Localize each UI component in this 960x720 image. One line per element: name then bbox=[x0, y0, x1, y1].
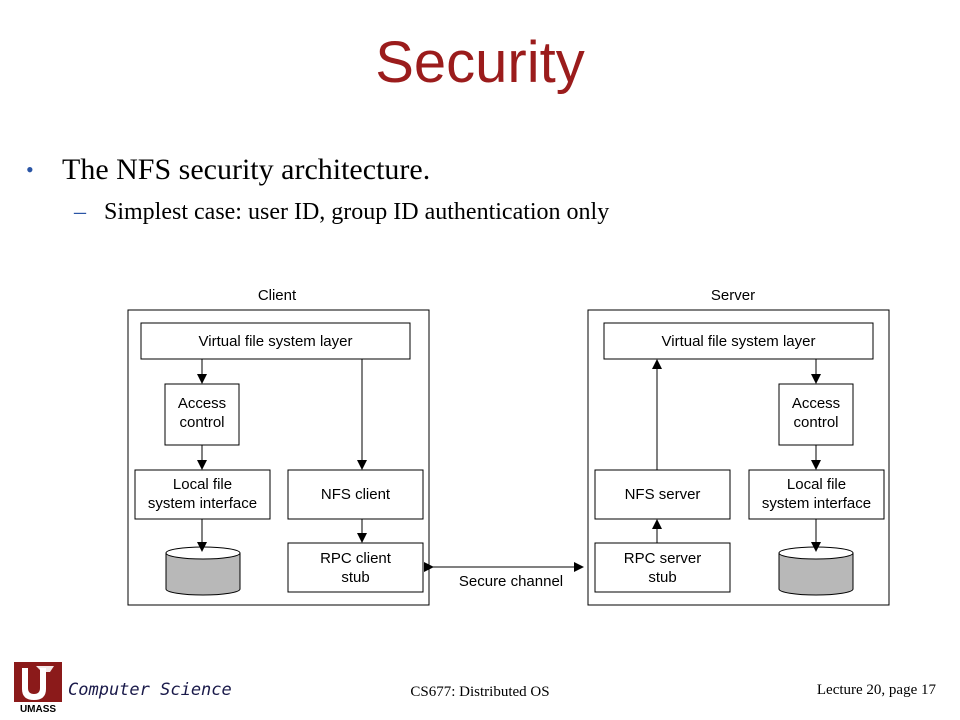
server-access-control-label: Access bbox=[792, 395, 840, 412]
nfs-client-label: NFS client bbox=[321, 486, 391, 503]
client-local-fs-label: Local file bbox=[173, 476, 232, 493]
server-vfs-label: Virtual file system layer bbox=[662, 333, 816, 350]
server-container bbox=[587, 309, 890, 606]
client-local-fs-box bbox=[134, 469, 271, 520]
server-vfs-box bbox=[603, 322, 874, 360]
server-access-control-label: control bbox=[793, 414, 838, 431]
logo-text: UMASS bbox=[20, 704, 56, 714]
department-label: Computer Science bbox=[68, 680, 232, 700]
client-vfs-box bbox=[140, 322, 411, 360]
server-local-fs-box bbox=[748, 469, 885, 520]
server-label: Server bbox=[711, 287, 755, 304]
nfs-server-box bbox=[594, 469, 731, 520]
server-local-fs-label: Local file bbox=[787, 476, 846, 493]
rpc-client-stub-label: RPC client bbox=[320, 550, 392, 567]
rpc-server-stub-label: RPC server bbox=[624, 550, 702, 567]
sub-bullet-marker: – bbox=[74, 199, 86, 225]
nfs-server-label: NFS server bbox=[625, 486, 701, 503]
course-label: CS677: Distributed OS bbox=[410, 684, 550, 700]
umass-logo-icon: UMASS bbox=[14, 662, 62, 714]
client-label: Client bbox=[258, 287, 297, 304]
bullet-text: The NFS security architecture. bbox=[62, 153, 431, 186]
bullet-marker: • bbox=[26, 157, 34, 182]
nfs-client-box bbox=[287, 469, 424, 520]
rpc-client-stub-box bbox=[287, 542, 424, 593]
rpc-server-stub-box bbox=[594, 542, 731, 593]
client-local-fs-label: system interface bbox=[148, 495, 257, 512]
secure-channel-label: Secure channel bbox=[459, 573, 563, 590]
slide-title: Security bbox=[375, 30, 585, 95]
page-number: Lecture 20, page 17 bbox=[816, 682, 936, 698]
rpc-server-stub-label: stub bbox=[648, 569, 676, 586]
client-access-control-label: Access bbox=[178, 395, 226, 412]
client-container bbox=[127, 309, 430, 606]
client-vfs-label: Virtual file system layer bbox=[199, 333, 353, 350]
client-access-control-box bbox=[164, 383, 240, 446]
sub-bullet-text: Simplest case: user ID, group ID authent… bbox=[104, 199, 610, 225]
rpc-client-stub-label: stub bbox=[341, 569, 369, 586]
server-access-control-box bbox=[778, 383, 854, 446]
client-access-control-label: control bbox=[179, 414, 224, 431]
client-disk-icon bbox=[165, 546, 241, 596]
server-local-fs-label: system interface bbox=[762, 495, 871, 512]
server-disk-icon bbox=[778, 546, 854, 596]
